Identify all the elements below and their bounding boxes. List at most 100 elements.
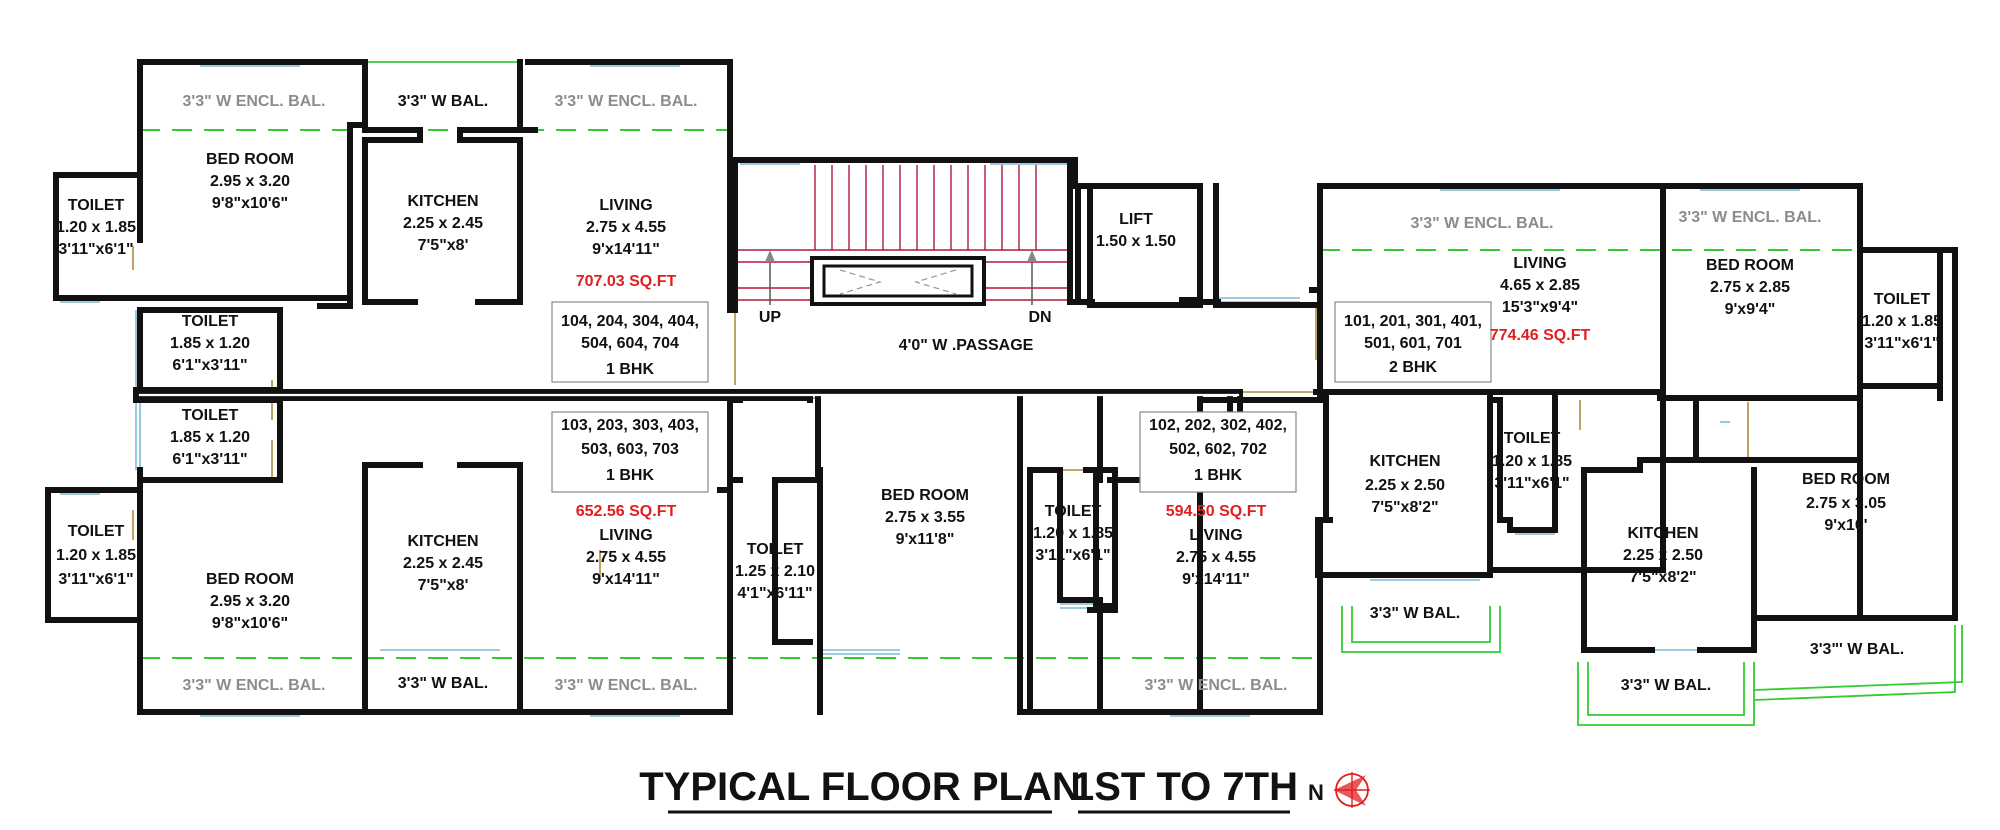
room-nw-bed-name: BED ROOM — [206, 151, 294, 168]
flat-tag-sc-line2: 502, 602, 702 — [1169, 441, 1267, 458]
lift-size: 1.50 x 1.50 — [1096, 233, 1176, 250]
room-nw-toilet-name: TOILET — [68, 197, 125, 214]
room-sw-toilet-imperial: 3'11"x6'1" — [58, 571, 133, 588]
walls — [45, 59, 1958, 715]
room-ne-bed2-imperial: 9'x10' — [1824, 517, 1867, 534]
labels: 3'3" W ENCL. BAL. 3'3" W BAL. 3'3" W ENC… — [56, 93, 1942, 694]
room-ne-living-metric: 4.65 x 2.85 — [1500, 277, 1580, 294]
room-sw-living-name: LIVING — [599, 527, 652, 544]
room-ne-toilet1-name: TOILET — [1874, 291, 1931, 308]
drawing-title: TYPICAL FLOOR PLAN 1ST TO 7TH N — [639, 765, 1324, 814]
flat-tag-box-ne — [1334, 301, 1492, 383]
room-nw-living-metric: 2.75 x 4.55 — [586, 219, 666, 236]
room-sc-toilet-a-name: TOILET — [747, 541, 804, 558]
room-sw-bed-name: BED ROOM — [206, 571, 294, 588]
room-nw-living-imperial: 9'x14'11" — [592, 241, 660, 258]
room-nw-toilet-imperial: 3'11"x6'1" — [58, 241, 133, 258]
area-sc: 594.50 SQ.FT — [1166, 503, 1267, 520]
flat-tag-ne-line2: 501, 601, 701 — [1364, 335, 1462, 352]
room-sw-kitchen-metric: 2.25 x 2.45 — [403, 555, 483, 572]
bal-open-ne3: 3'3"' W BAL. — [1810, 641, 1904, 658]
room-ne-kitchen-metric: 2.25 x 2.50 — [1365, 477, 1445, 494]
flat-tag-box-nw — [551, 301, 709, 383]
room-sc-toilet-b-metric: 1.20 x 1.85 — [1033, 525, 1113, 542]
room-sw-living-imperial: 9'x14'11" — [592, 571, 660, 588]
flat-tag-sw-line1: 103, 203, 303, 403, — [561, 417, 699, 434]
room-sc-bed-imperial: 9'x11'8" — [896, 531, 955, 548]
room-sc-toilet-a-imperial: 4'1"x6'11" — [737, 585, 812, 602]
flat-tag-nw-line3: 1 BHK — [606, 361, 654, 378]
bal-encl-ne2: 3'3" W ENCL. BAL. — [1679, 209, 1822, 226]
room-ne-kitchen2-name: KITCHEN — [1627, 525, 1698, 542]
room-nw-toilet2-name: TOILET — [182, 313, 239, 330]
up-arrowhead-icon — [765, 250, 775, 262]
room-nw-kitchen-name: KITCHEN — [407, 193, 478, 210]
flat-tag-box-sw — [551, 411, 709, 493]
room-ne-toilet2-metric: 1.20 x 1.85 — [1492, 453, 1572, 470]
stair-up-label: UP — [759, 309, 782, 326]
title-left: TYPICAL FLOOR PLAN — [639, 765, 1080, 809]
room-nw-bed-imperial: 9'8"x10'6" — [212, 195, 288, 212]
room-nw-toilet2-imperial: 6'1"x3'11" — [172, 357, 247, 374]
room-ne-kitchen-imperial: 7'5"x8'2" — [1371, 499, 1438, 516]
room-ne-toilet2-name: TOILET — [1504, 430, 1561, 447]
passage-label: 4'0" W .PASSAGE — [899, 337, 1034, 354]
flat-tag-sw-line3: 1 BHK — [606, 467, 654, 484]
room-ne-toilet1-imperial: 3'11"x6'1" — [1864, 335, 1939, 352]
room-nw-bed-metric: 2.95 x 3.20 — [210, 173, 290, 190]
room-nw-kitchen-metric: 2.25 x 2.45 — [403, 215, 483, 232]
room-sw-bed-imperial: 9'8"x10'6" — [212, 615, 288, 632]
bal-open-ne1: 3'3" W BAL. — [1370, 605, 1461, 622]
area-ne: 774.46 SQ.FT — [1490, 327, 1591, 344]
north-label: N — [1308, 780, 1324, 805]
room-ne-living-imperial: 15'3"x9'4" — [1502, 299, 1578, 316]
room-sc-bed-name: BED ROOM — [881, 487, 969, 504]
room-ne-kitchen2-metric: 2.25 x 2.50 — [1623, 547, 1703, 564]
room-sc-toilet-a-metric: 1.25 x 2.10 — [735, 563, 815, 580]
room-sw-toilet2-metric: 1.85 x 1.20 — [170, 429, 250, 446]
bal-encl-nw2: 3'3" W ENCL. BAL. — [555, 93, 698, 110]
bal-open-sw: 3'3" W BAL. — [398, 675, 489, 692]
flat-tag-box-sc — [1139, 411, 1297, 493]
bal-encl-nw1: 3'3" W ENCL. BAL. — [183, 93, 326, 110]
room-sw-living-metric: 2.75 x 4.55 — [586, 549, 666, 566]
room-ne-bed2-name: BED ROOM — [1802, 471, 1890, 488]
room-ne-kitchen-name: KITCHEN — [1369, 453, 1440, 470]
room-sc-living-metric: 2.75 x 4.55 — [1176, 549, 1256, 566]
room-sc-bed-metric: 2.75 x 3.55 — [885, 509, 965, 526]
room-sw-kitchen-name: KITCHEN — [407, 533, 478, 550]
room-sw-toilet-name: TOILET — [68, 523, 125, 540]
room-sc-toilet-b-imperial: 3'11"x6'1" — [1035, 547, 1110, 564]
flat-tag-sw-line2: 503, 603, 703 — [581, 441, 679, 458]
room-ne-toilet1-metric: 1.20 x 1.85 — [1862, 313, 1942, 330]
bal-encl-sc: 3'3" W ENCL. BAL. — [1145, 677, 1288, 694]
room-sw-toilet2-imperial: 6'1"x3'11" — [172, 451, 247, 468]
dn-arrowhead-icon — [1027, 250, 1037, 262]
room-sw-toilet2-name: TOILET — [182, 407, 239, 424]
bal-encl-sw2: 3'3" W ENCL. BAL. — [555, 677, 698, 694]
room-ne-toilet2-imperial: 3'11"x6'1" — [1494, 475, 1569, 492]
area-sw: 652.56 SQ.FT — [576, 503, 677, 520]
flat-tag-sc-line3: 1 BHK — [1194, 467, 1242, 484]
bal-open-ne2: 3'3" W BAL. — [1621, 677, 1712, 694]
room-ne-living-name: LIVING — [1513, 255, 1566, 272]
room-sc-living-imperial: 9'x14'11" — [1182, 571, 1250, 588]
room-sw-kitchen-imperial: 7'5"x8' — [418, 577, 469, 594]
room-nw-toilet-metric: 1.20 x 1.85 — [56, 219, 136, 236]
flat-tag-ne-line1: 101, 201, 301, 401, — [1344, 313, 1482, 330]
flat-tag-nw-line1: 104, 204, 304, 404, — [561, 313, 699, 330]
flat-tag-ne-line3: 2 BHK — [1389, 359, 1437, 376]
lift-name: LIFT — [1119, 211, 1153, 228]
room-ne-bed2-metric: 2.75 x 3.05 — [1806, 495, 1886, 512]
flat-tag-nw-line2: 504, 604, 704 — [581, 335, 679, 352]
bal-encl-sw1: 3'3" W ENCL. BAL. — [183, 677, 326, 694]
room-ne-bed1-name: BED ROOM — [1706, 257, 1794, 274]
room-ne-kitchen2-imperial: 7'5"x8'2" — [1629, 569, 1696, 586]
staircase — [738, 165, 1070, 306]
room-nw-toilet2-metric: 1.85 x 1.20 — [170, 335, 250, 352]
stair-dn-label: DN — [1028, 309, 1051, 326]
bal-encl-ne1: 3'3" W ENCL. BAL. — [1411, 215, 1554, 232]
flat-tag-sc-line1: 102, 202, 302, 402, — [1149, 417, 1287, 434]
room-sc-toilet-b-name: TOILET — [1045, 503, 1102, 520]
room-nw-living-name: LIVING — [599, 197, 652, 214]
